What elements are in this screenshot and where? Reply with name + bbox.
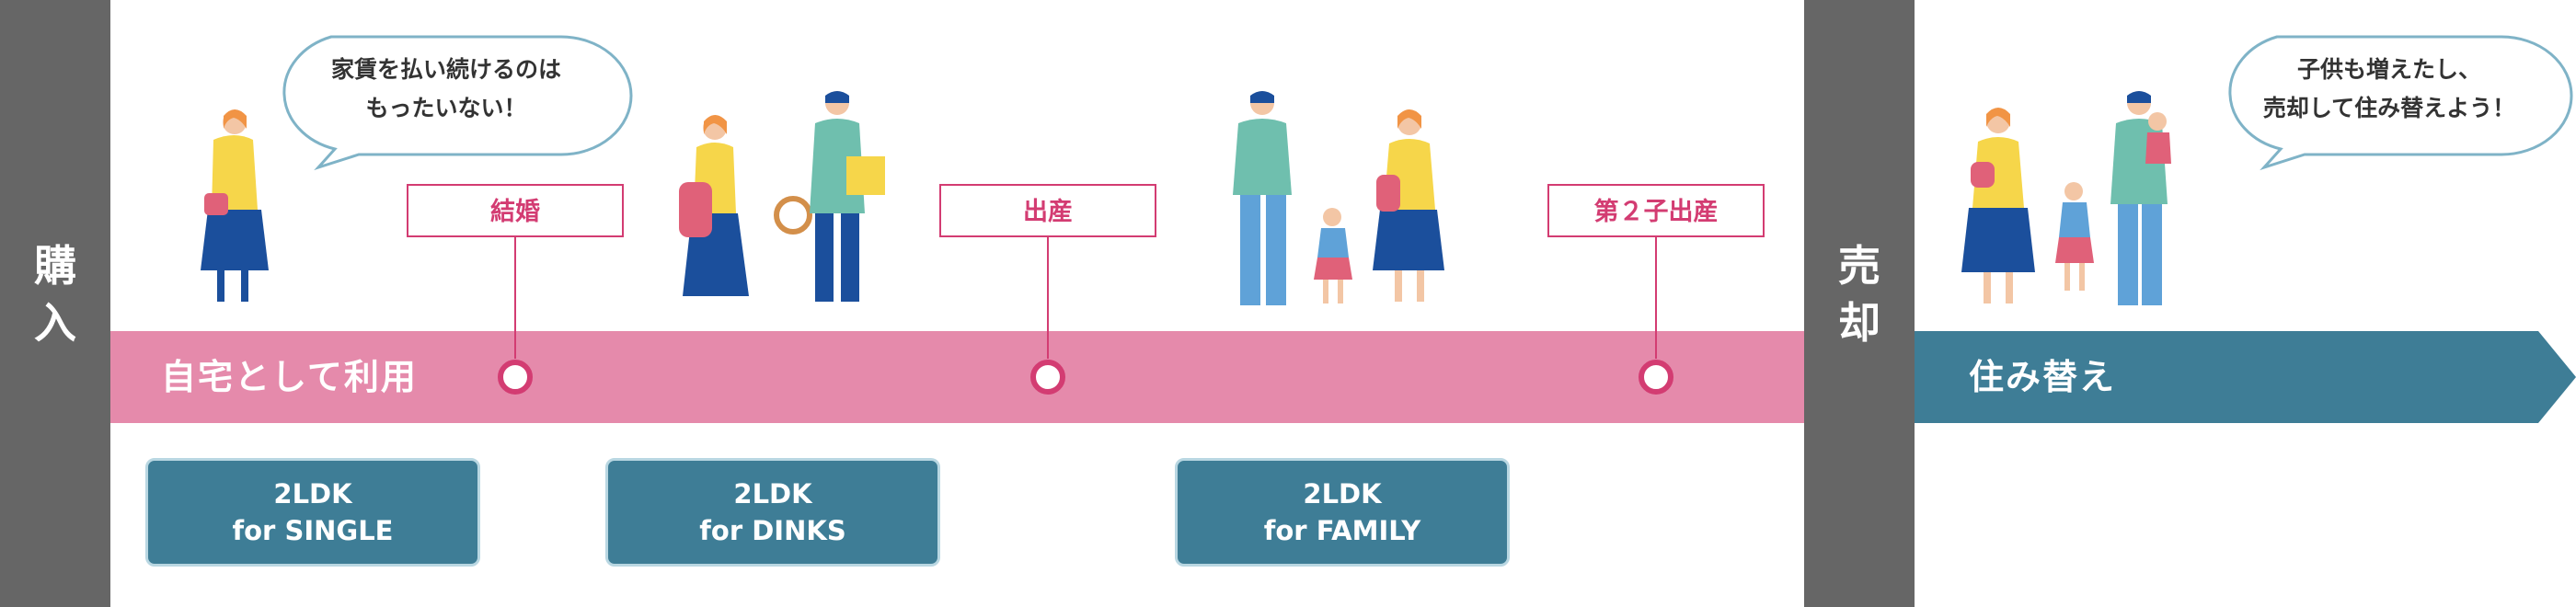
- event-box-marriage: 結婚: [407, 184, 624, 237]
- event-line-birth: [1047, 237, 1049, 359]
- event-box-second-birth: 第２子出産: [1547, 184, 1765, 237]
- event-line-second-birth: [1655, 237, 1657, 359]
- own-home-band: [110, 331, 1804, 423]
- speech-bubble-left-text: 家賃を払い続けるのは もったいない！: [330, 56, 561, 121]
- event-dot-marriage: [498, 360, 533, 395]
- plan-target: for FAMILY: [1263, 515, 1421, 546]
- relocate-label: 住み替え: [1969, 357, 2117, 397]
- sale-label: 売 却: [1838, 241, 1880, 348]
- event-box-birth: 出産: [939, 184, 1156, 237]
- plan-target: for SINGLE: [232, 515, 394, 546]
- speech-bubble-right-text: 子供も増えたし、 売却して住み替えよう！: [2262, 56, 2516, 121]
- purchase-label: 購 入: [34, 241, 76, 348]
- couple-illustration: [679, 91, 885, 302]
- speech-bubble-right: [2228, 35, 2573, 171]
- plan-card-family: 2LDK for FAMILY: [1175, 458, 1510, 567]
- plan-card-dinks: 2LDK for DINKS: [605, 458, 940, 567]
- purchase-column: 購 入: [0, 0, 110, 607]
- own-home-label: 自宅として利用: [161, 357, 418, 397]
- event-line-marriage: [514, 237, 516, 359]
- family-of-four-illustration: [1961, 91, 2171, 305]
- plan-layout: 2LDK: [273, 478, 352, 510]
- sale-column: 売 却: [1804, 0, 1915, 607]
- plan-card-single: 2LDK for SINGLE: [145, 458, 480, 567]
- plan-target: for DINKS: [699, 515, 846, 546]
- relocate-arrow: [1915, 331, 2576, 423]
- event-dot-second-birth: [1639, 360, 1673, 395]
- single-woman-illustration: [201, 109, 269, 302]
- family-of-three-illustration: [1233, 91, 1444, 305]
- plan-layout: 2LDK: [733, 478, 812, 510]
- people-illustrations: [201, 91, 2171, 305]
- speech-bubble-left: [282, 35, 633, 171]
- event-dot-birth: [1030, 360, 1065, 395]
- plan-layout: 2LDK: [1303, 478, 1382, 510]
